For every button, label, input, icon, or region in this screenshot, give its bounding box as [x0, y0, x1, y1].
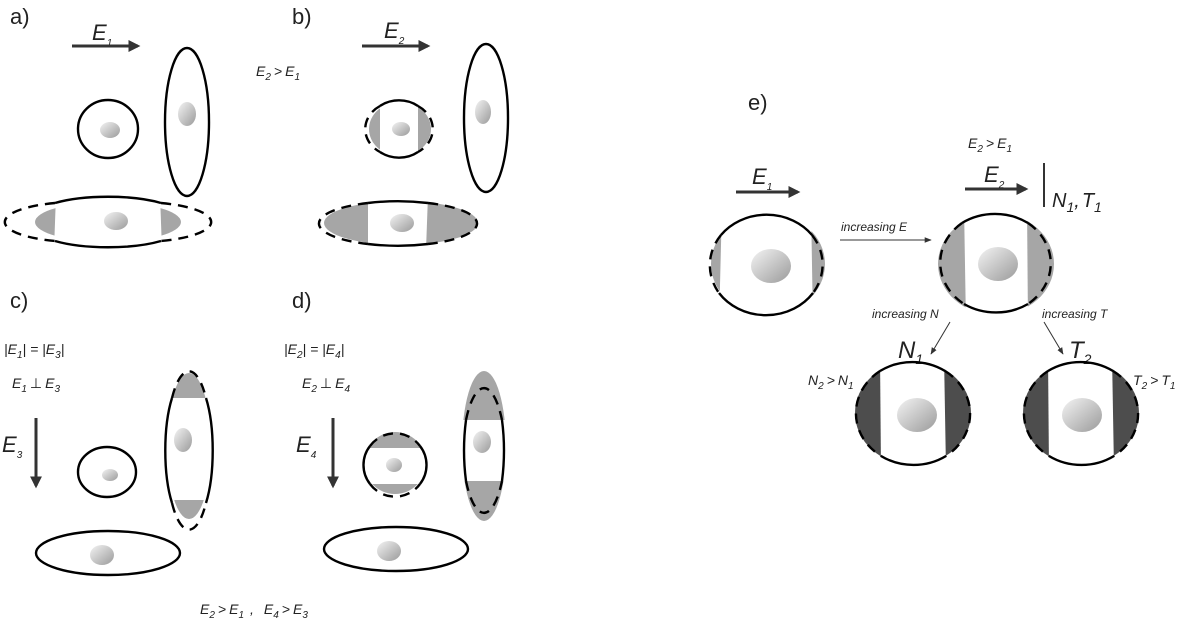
label-increasing-e: increasing E: [841, 220, 908, 234]
panel-c: c) |E1| = |E3| E1⊥E3 E3: [2, 288, 214, 577]
panel-e-right-field-symbol: E2: [984, 162, 1005, 191]
nucleus: [102, 469, 118, 481]
nucleus: [473, 431, 491, 453]
panel-a-field-symbol: E1: [92, 20, 112, 49]
t-relation: T2>T1: [1133, 372, 1175, 392]
panel-d-field-symbol: E4: [296, 432, 317, 461]
pore-region: [167, 373, 211, 398]
panel-d-label: d): [292, 288, 312, 313]
nucleus: [174, 428, 192, 452]
nucleus: [377, 541, 401, 561]
cell-a-vertical: [163, 46, 211, 198]
panel-a: a) E1: [3, 4, 213, 249]
n-relation: N2>N1: [808, 372, 854, 392]
cell-e-higher-field: [938, 212, 1054, 315]
panel-d: d) |E2| = |E4| E2⊥E4 E4: [284, 288, 506, 573]
cell-b-horizontal: [317, 200, 479, 247]
panel-e-left-field-symbol: E1: [752, 164, 772, 193]
symbol-n: N1: [898, 337, 923, 367]
nucleus: [475, 100, 491, 124]
panel-d-perpendicular: E2⊥E4: [302, 375, 350, 395]
panel-b-field-symbol: E2: [384, 18, 405, 47]
nucleus: [90, 545, 114, 565]
panel-c-magnitude: |E1| = |E3|: [4, 341, 64, 361]
cell-e-increased-t: [1022, 360, 1140, 467]
nucleus: [897, 398, 937, 432]
nucleus: [100, 122, 120, 138]
pore-region: [462, 481, 506, 521]
pore-region: [369, 102, 380, 156]
nucleus: [392, 122, 410, 136]
label-increasing-n: increasing N: [872, 307, 939, 321]
cell-d-vertical: [462, 371, 506, 521]
panel-a-label: a): [10, 4, 30, 29]
label-increasing-t: increasing T: [1042, 307, 1109, 321]
panel-b-relation: E2>E1: [256, 63, 300, 83]
cell-a-round: [76, 98, 140, 160]
cell-e-initial: [708, 213, 825, 317]
cell-c-horizontal: [34, 529, 182, 577]
cell-c-vertical: [164, 370, 214, 531]
arrow-increasing-t: [1043, 321, 1064, 355]
cell-d-round: [362, 432, 428, 498]
nucleus: [751, 249, 791, 283]
panel-e-relation-top: E2>E1: [968, 135, 1012, 155]
bottom-relation: E2>E1,E4>E3: [200, 601, 308, 621]
nucleus: [104, 212, 128, 230]
symbol-t: T2: [1069, 337, 1092, 367]
cell-c-round: [76, 445, 138, 499]
arrow-increasing-n: [930, 321, 951, 355]
panel-e: e) E2>E1 E1 E2 N1,T1 increasing E: [708, 90, 1175, 467]
panel-e-conditions: N1,T1: [1052, 190, 1102, 215]
cell-a-horizontal: [3, 195, 213, 249]
panel-e-label: e): [748, 90, 768, 115]
cell-b-round: [364, 99, 434, 159]
nucleus: [978, 247, 1018, 281]
nucleus: [178, 102, 196, 126]
panel-c-perpendicular: E1⊥E3: [12, 375, 60, 395]
panel-b-label: b): [292, 4, 312, 29]
panel-b: b) E2 E2>E1: [256, 4, 510, 247]
pore-region: [462, 371, 506, 420]
nucleus: [390, 214, 414, 232]
cell-b-vertical: [462, 42, 510, 194]
nucleus: [1062, 398, 1102, 432]
cell-d-horizontal: [322, 525, 470, 573]
panel-c-label: c): [10, 288, 28, 313]
nucleus: [386, 458, 402, 472]
pore-region: [811, 213, 825, 315]
panel-d-magnitude: |E2| = |E4|: [284, 341, 344, 361]
pore-region: [167, 500, 211, 519]
panel-c-field-symbol: E3: [2, 432, 23, 461]
pore-region: [364, 484, 426, 494]
pore-region: [711, 213, 722, 315]
cell-e-increased-n: [854, 360, 972, 467]
